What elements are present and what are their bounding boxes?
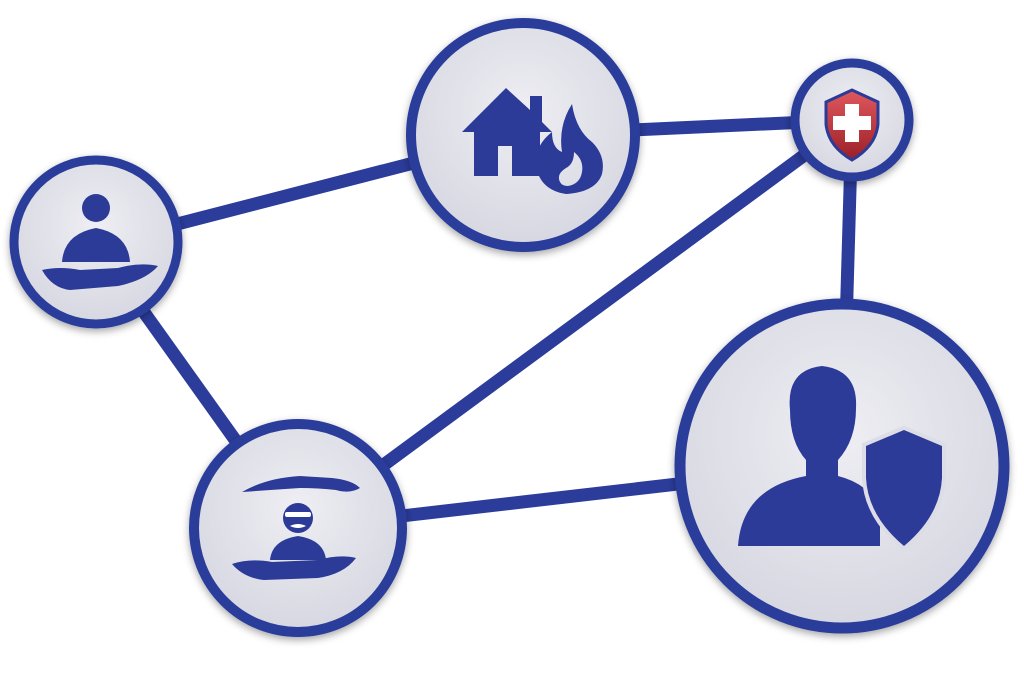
person-between-hands-icon xyxy=(232,476,360,580)
person-in-hand-icon xyxy=(42,194,158,290)
link-protection-medical xyxy=(291,113,859,535)
house-fire-icon xyxy=(462,88,603,194)
user-with-shield-icon xyxy=(738,366,946,552)
medical-cross-shield-icon xyxy=(824,88,880,162)
node-user-shield[interactable] xyxy=(674,298,1010,634)
